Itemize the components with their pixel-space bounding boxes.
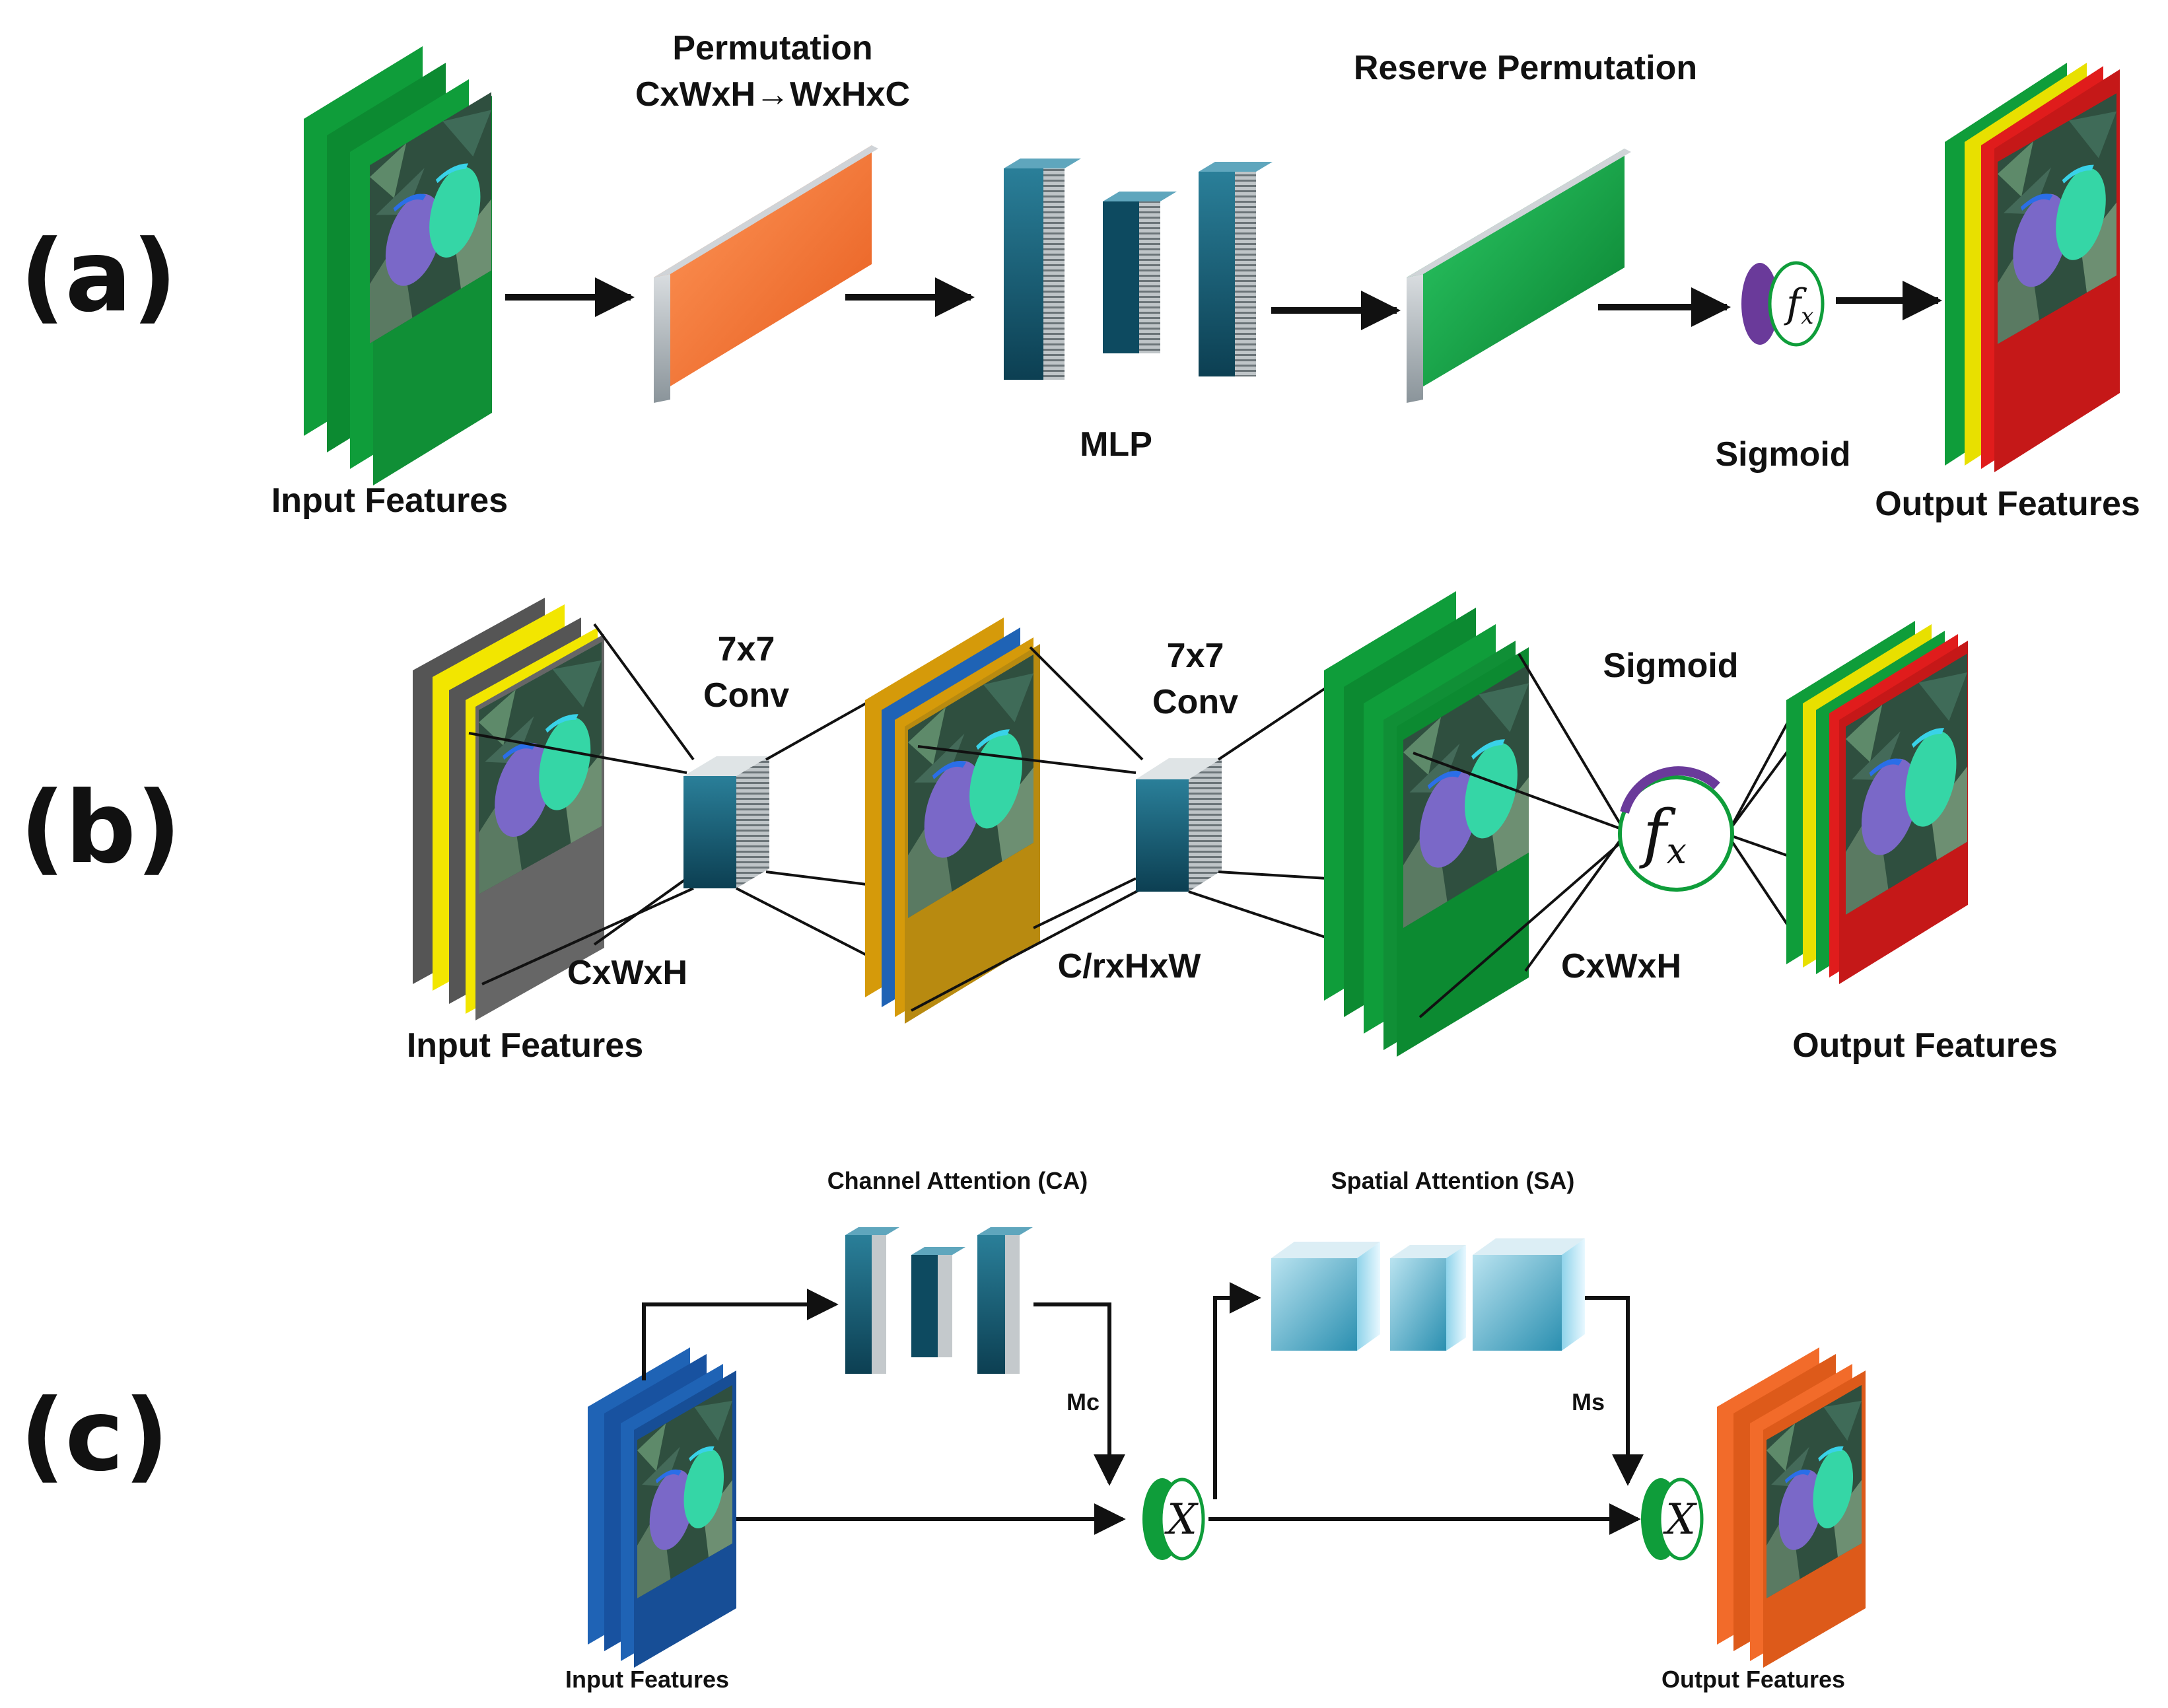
panel-c-tag: (c) [20, 1378, 169, 1493]
output-features-label-a: Output Features [1875, 485, 2140, 523]
spatial-attention-label: Spatial Attention (SA) [1331, 1167, 1575, 1194]
input-feature-stack-c [588, 1347, 736, 1668]
panel-a: (a) Permutation CxWxH→WxHxC [20, 29, 2140, 523]
sigmoid-label-a: Sigmoid [1715, 435, 1850, 474]
panel-a-tag: (a) [20, 219, 177, 334]
conv2-line1: 7x7 [1167, 637, 1224, 675]
sigmoid-node-a: fx [1741, 261, 1825, 347]
output-features-label-b: Output Features [1792, 1026, 2058, 1065]
input-feature-stack-b [413, 598, 604, 1020]
connectors-b-3 [911, 646, 1144, 1012]
conv-block-1 [683, 756, 769, 888]
conv1-line1: 7x7 [718, 630, 775, 668]
input-features-label-c: Input Features [565, 1666, 729, 1693]
sigmoid-label-b: Sigmoid [1603, 647, 1738, 685]
input-feature-stack-a [304, 46, 492, 485]
panel-b-tag: (b) [20, 771, 181, 886]
dim-right-label: CxWxH [1561, 947, 1681, 985]
output-feature-stack-c [1717, 1347, 1866, 1668]
conv2-line2: Conv [1152, 683, 1238, 721]
reserve-permutation-slab [1407, 149, 1631, 403]
dim-left-label: CxWxH [567, 954, 687, 992]
dim-mid-label: C/rxHxW [1058, 947, 1202, 985]
connectors-b-1 [468, 623, 695, 985]
mlp-blocks [1004, 159, 1273, 380]
conv1-line2: Conv [703, 676, 789, 715]
permutation-title: Permutation [672, 29, 872, 67]
output-feature-stack-b [1786, 621, 1968, 984]
connectors-b-4 [1188, 686, 1329, 939]
output-features-label-c: Output Features [1661, 1666, 1845, 1693]
multiply-icon-2: X [1662, 1495, 1697, 1544]
panel-c: (c) Channel Attention (CA) Spatial Atten… [20, 1167, 1866, 1693]
multiply-node-2: X [1641, 1477, 1704, 1561]
mid-feature-stack-b [865, 618, 1040, 1024]
input-features-label-b: Input Features [407, 1026, 643, 1065]
multiply-node-1: X [1142, 1477, 1205, 1561]
sigmoid-node-b: fx [1618, 766, 1734, 892]
mlp-label: MLP [1080, 425, 1152, 464]
conv-block-2 [1136, 758, 1222, 892]
permutation-formula: CxWxH→WxHxC [635, 75, 910, 114]
output-feature-stack-a [1945, 63, 2120, 472]
connectors-b-2 [736, 699, 872, 959]
reserve-permutation-label: Reserve Permutation [1354, 49, 1697, 87]
channel-attention-blocks [845, 1227, 1033, 1374]
spatial-attention-cubes [1271, 1238, 1585, 1351]
mc-label: Mc [1067, 1388, 1100, 1415]
ms-label: Ms [1572, 1388, 1605, 1415]
output-stack-pre-sigmoid-b [1324, 591, 1529, 1057]
permutation-slab [654, 145, 878, 403]
input-features-label-a: Input Features [271, 481, 508, 520]
panel-b: (b) 7x7 Conv [20, 591, 2058, 1065]
flow-arrows-c [642, 1282, 1644, 1535]
multiply-icon-1: X [1164, 1495, 1199, 1544]
channel-attention-label: Channel Attention (CA) [827, 1167, 1088, 1194]
connectors-b-5 [1413, 653, 1798, 1018]
